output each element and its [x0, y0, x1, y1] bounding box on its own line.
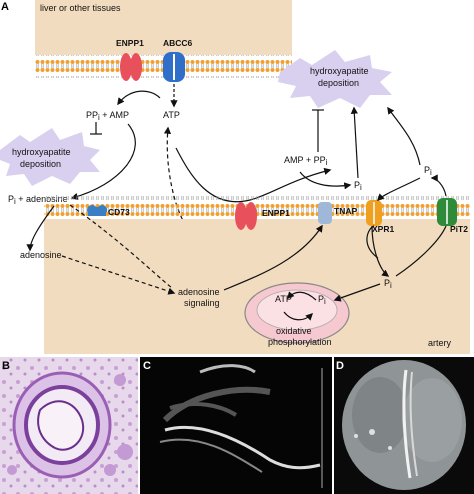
pit2-protein: PiT2	[437, 198, 468, 234]
panel-c-ultrasound: C	[140, 357, 332, 494]
cd73-label: CD73	[108, 207, 130, 217]
abcc6-label: ABCC6	[163, 38, 193, 48]
artery-label: artery	[428, 338, 452, 348]
pi-adenosine-label: Pi + adenosine	[8, 194, 68, 206]
mito-atp-label: ATP	[275, 294, 292, 304]
atp-top-label: ATP	[163, 110, 180, 120]
enpp1-bottom-protein: ENPP1	[235, 202, 290, 230]
artery-block: artery	[44, 196, 470, 354]
panel-b-histology: B	[0, 357, 138, 494]
hydroxyapatite-right: hydroxyapatite deposition	[278, 50, 392, 108]
hydroxyapatite-right-line2: deposition	[318, 78, 359, 88]
mito-pi-label: Pi	[318, 294, 326, 306]
pit2-label: PiT2	[450, 224, 468, 234]
xpr1-protein: XPR1	[366, 200, 394, 234]
panel-b-letter: B	[2, 360, 10, 372]
pi-right-label: Pi	[424, 165, 432, 177]
panel-a-letter: A	[1, 1, 9, 13]
lower-arrows	[26, 174, 447, 321]
panel-d-letter: D	[336, 360, 344, 372]
xpr1-label: XPR1	[372, 224, 394, 234]
hydroxyapatite-left: hydroxyapatite deposition	[0, 128, 100, 186]
top-tissue-label: liver or other tissues	[40, 3, 121, 13]
adenosine-label: adenosine	[20, 250, 62, 260]
panel-d-ct: D	[334, 357, 474, 494]
top-tissue: liver or other tissues	[35, 0, 292, 78]
ppi-amp-label: PPi + AMP	[86, 110, 129, 122]
enpp1-bottom-label: ENPP1	[262, 208, 290, 218]
tnap-protein: TNAP	[318, 202, 357, 224]
panel-c-letter: C	[143, 360, 151, 372]
oxphos-line2: phosphorylation	[268, 337, 332, 347]
tnap-label: TNAP	[334, 206, 357, 216]
adenosine-signaling-line2: signaling	[184, 298, 220, 308]
amp-ppi-label: AMP + PPi	[284, 155, 328, 167]
oxphos-line1: oxidative	[276, 326, 312, 336]
adenosine-signaling-line1: adenosine	[178, 287, 220, 297]
hydroxyapatite-left-line1: hydroxyapatite	[12, 147, 71, 157]
enpp1-top-protein: ENPP1	[116, 38, 144, 81]
cd73-protein: CD73	[87, 205, 130, 217]
enpp1-top-label: ENPP1	[116, 38, 144, 48]
pi-bottom-label: Pi	[384, 278, 392, 290]
mitochondrion: ATP Pi oxidative phosphorylation	[244, 282, 350, 347]
hydroxyapatite-right-line1: hydroxyapatite	[310, 66, 369, 76]
hydroxyapatite-left-line2: deposition	[20, 159, 61, 169]
pi-mid-label: Pi	[354, 180, 362, 192]
abcc6-protein: ABCC6	[163, 38, 193, 82]
